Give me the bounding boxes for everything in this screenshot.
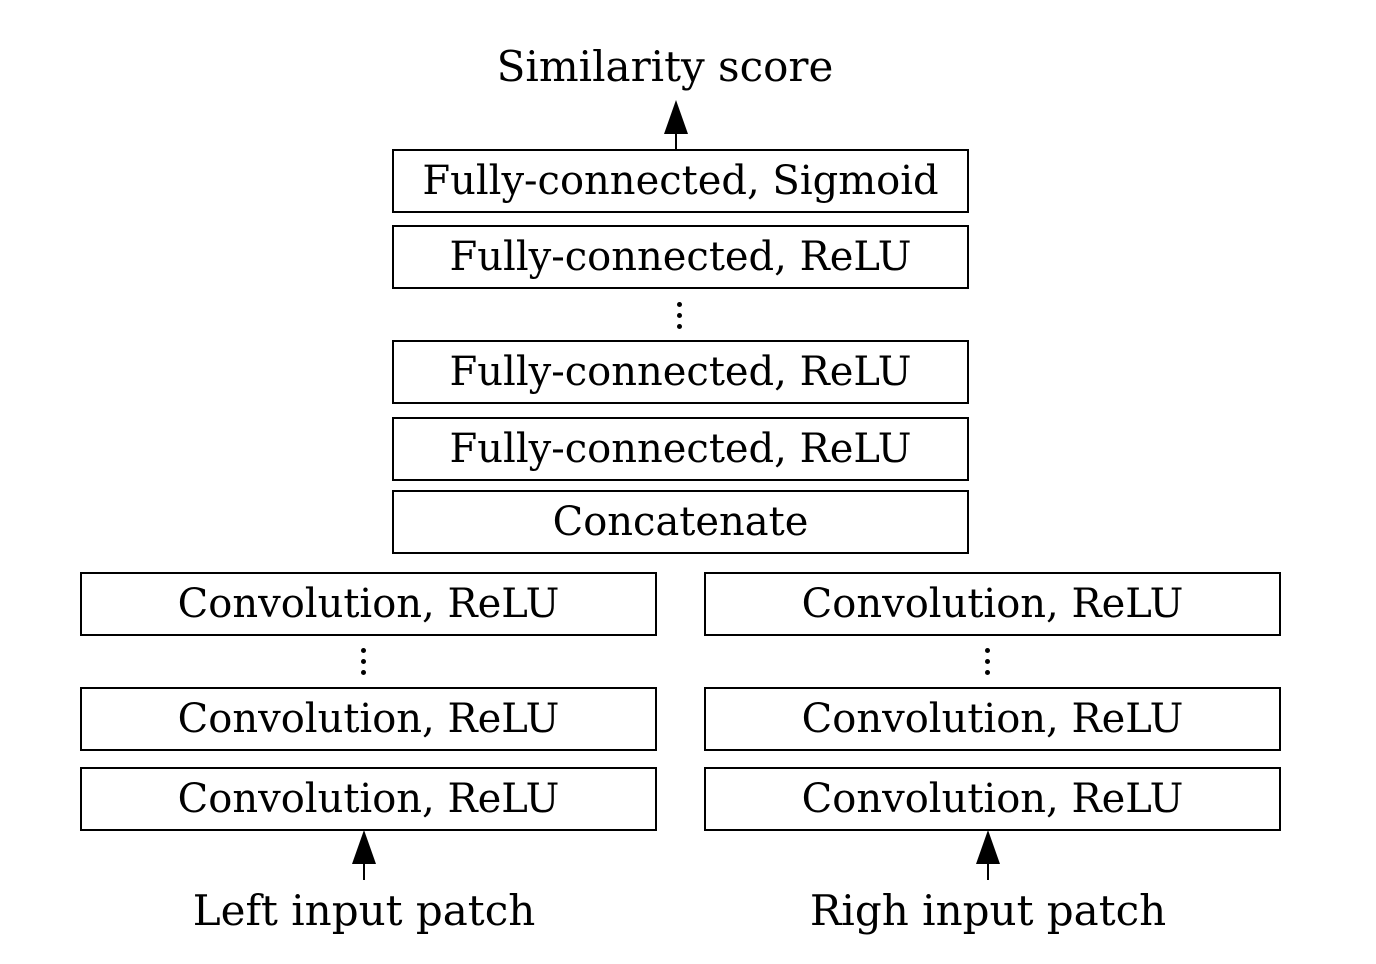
output-arrow bbox=[664, 100, 688, 150]
right-conv-relu-layer: Convolution, ReLU bbox=[704, 572, 1281, 636]
left-input-patch-label: Left input patch bbox=[192, 886, 536, 935]
right-conv-ellipsis bbox=[984, 648, 992, 678]
right-conv-relu-layer: Convolution, ReLU bbox=[704, 687, 1281, 751]
concatenate-layer: Concatenate bbox=[392, 490, 969, 554]
left-conv-relu-layer: Convolution, ReLU bbox=[80, 687, 657, 751]
left-conv-relu-layer: Convolution, ReLU bbox=[80, 572, 657, 636]
fc-relu-layer: Fully-connected, ReLU bbox=[392, 225, 969, 289]
right-input-patch-label: Righ input patch bbox=[809, 886, 1167, 935]
fc-relu-layer: Fully-connected, ReLU bbox=[392, 417, 969, 481]
right-input-arrow bbox=[976, 830, 1000, 880]
left-conv-ellipsis bbox=[360, 648, 368, 678]
fc-sigmoid-layer: Fully-connected, Sigmoid bbox=[392, 149, 969, 213]
fc-relu-layer: Fully-connected, ReLU bbox=[392, 340, 969, 404]
left-input-arrow bbox=[352, 830, 376, 880]
right-conv-relu-layer: Convolution, ReLU bbox=[704, 767, 1281, 831]
similarity-score-label: Similarity score bbox=[496, 42, 834, 91]
left-conv-relu-layer: Convolution, ReLU bbox=[80, 767, 657, 831]
fc-ellipsis bbox=[676, 302, 684, 332]
